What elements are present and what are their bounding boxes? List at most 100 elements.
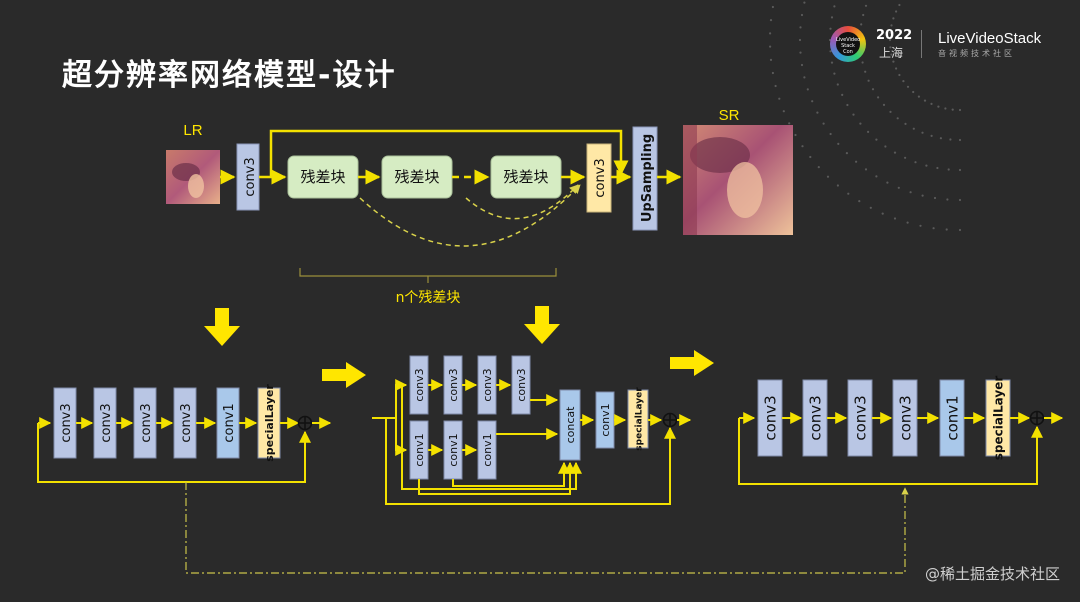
bg-dot (800, 13, 804, 17)
bg-dot (809, 155, 812, 159)
bg-dot (859, 122, 862, 125)
bg-dot (803, 76, 806, 79)
mid-bottom-conv-3-label: conv1 (481, 433, 494, 466)
bg-dot (830, 16, 834, 19)
mid-bottom-conv-3: conv1 (477, 420, 497, 480)
right-layer-3-label: conv3 (852, 395, 870, 440)
bg-dot (794, 133, 797, 137)
res-block-1-label: 残差块 (300, 168, 345, 186)
mid-top-conv-4: conv3 (511, 355, 531, 415)
logo-divider (921, 30, 922, 58)
dash-dot-connector (185, 482, 909, 574)
bg-dot (864, 70, 867, 73)
bg-dot (937, 105, 940, 108)
mid-feed-1 (418, 461, 576, 495)
right-layer-5: conv1 (939, 379, 965, 457)
bg-dot (886, 181, 889, 184)
mid-top-conv-1: conv3 (409, 355, 429, 415)
left-skip-connection (37, 423, 311, 483)
bg-dot (889, 31, 892, 34)
brand-name: LiveVideoStack (938, 30, 1042, 47)
bg-dot (769, 32, 772, 35)
right-layer-6-box (985, 379, 1011, 457)
mid-skip-connection (385, 418, 676, 505)
bg-dot (811, 100, 814, 103)
mid-top-conv-4-box (511, 355, 531, 415)
bg-dot (946, 198, 949, 201)
bg-dot (867, 130, 870, 133)
bg-dot (958, 228, 962, 232)
left-layer-4-label: conv3 (179, 403, 194, 442)
mid-top-conv-4-label: conv3 (515, 368, 528, 401)
mid-top-conv-1-label: conv3 (413, 368, 426, 401)
bg-dot (845, 152, 849, 155)
bg-dot (799, 51, 802, 54)
res-block-2-label: 残差块 (394, 168, 439, 186)
bg-dot (949, 138, 952, 141)
mid-top-conv-3-label: conv3 (481, 368, 494, 401)
res-block-1: 残差块 (287, 155, 359, 199)
bg-dot (892, 60, 895, 63)
top-conv3-a: conv3 (236, 143, 260, 211)
bg-dot (917, 95, 921, 98)
bg-dot (919, 224, 922, 227)
right-layer-4-label: conv3 (897, 395, 915, 440)
bg-dot (933, 196, 937, 200)
bg-dot (923, 99, 927, 102)
mid-special-layer-label: specialLayer (634, 387, 644, 451)
bg-dot (930, 134, 933, 137)
bg-dot (788, 122, 791, 125)
left-sum-node (297, 415, 313, 431)
res-block-2: 残差块 (381, 155, 453, 199)
right-arrow-left (322, 362, 366, 388)
left-layer-1: conv3 (53, 387, 77, 459)
bg-dot (806, 88, 809, 91)
bg-dot (945, 228, 948, 231)
right-layer-2: conv3 (802, 379, 828, 457)
bg-dot (877, 96, 880, 99)
bg-dot (847, 192, 850, 195)
page-title: 超分辨率网络模型-设计 (62, 58, 397, 93)
res-block-3-label: 残差块 (503, 168, 548, 186)
dashed-residual-arc-short (465, 184, 579, 220)
conference-ring-logo: LiveVideo Stack Con (830, 26, 866, 62)
bg-dot (830, 61, 834, 64)
bg-dot (890, 53, 893, 56)
bg-dot (904, 122, 907, 125)
bg-dot (895, 67, 898, 70)
bg-dot (862, 13, 865, 17)
event-year: 2022 (876, 28, 913, 43)
bg-dot (858, 200, 861, 203)
down-arrow-middle (524, 306, 560, 344)
bg-dot (906, 85, 910, 88)
sr-label: SR (719, 107, 740, 124)
right-layer-2-box (802, 379, 828, 457)
bg-dot (864, 168, 868, 171)
res-block-3: 残差块 (490, 155, 562, 199)
bg-dot (925, 164, 928, 167)
bg-dot (774, 84, 777, 88)
left-layer-4: conv3 (173, 387, 197, 459)
mid-bottom-conv-2-label: conv1 (447, 433, 460, 466)
right-layer-6: specialLayer (985, 376, 1011, 460)
left-layer-3: conv3 (133, 387, 157, 459)
bg-dot (904, 156, 907, 159)
bg-dot (860, 23, 863, 26)
bg-dot (921, 194, 924, 197)
bg-dot (884, 145, 887, 148)
mid-special-layer: specialLayer (627, 387, 649, 451)
bg-dot (906, 221, 909, 224)
mid-top-conv-3: conv3 (477, 355, 497, 415)
mid-feed-2 (452, 461, 570, 487)
bg-dot (799, 26, 802, 29)
bg-dot (833, 5, 836, 8)
bg-dot (944, 107, 947, 110)
mid-feed-3 (401, 385, 582, 490)
bg-dot (898, 3, 901, 7)
bg-dot (871, 88, 875, 91)
bg-dot (912, 127, 915, 130)
mid-bottom-conv-3-box (477, 420, 497, 480)
bg-dot (778, 97, 781, 100)
